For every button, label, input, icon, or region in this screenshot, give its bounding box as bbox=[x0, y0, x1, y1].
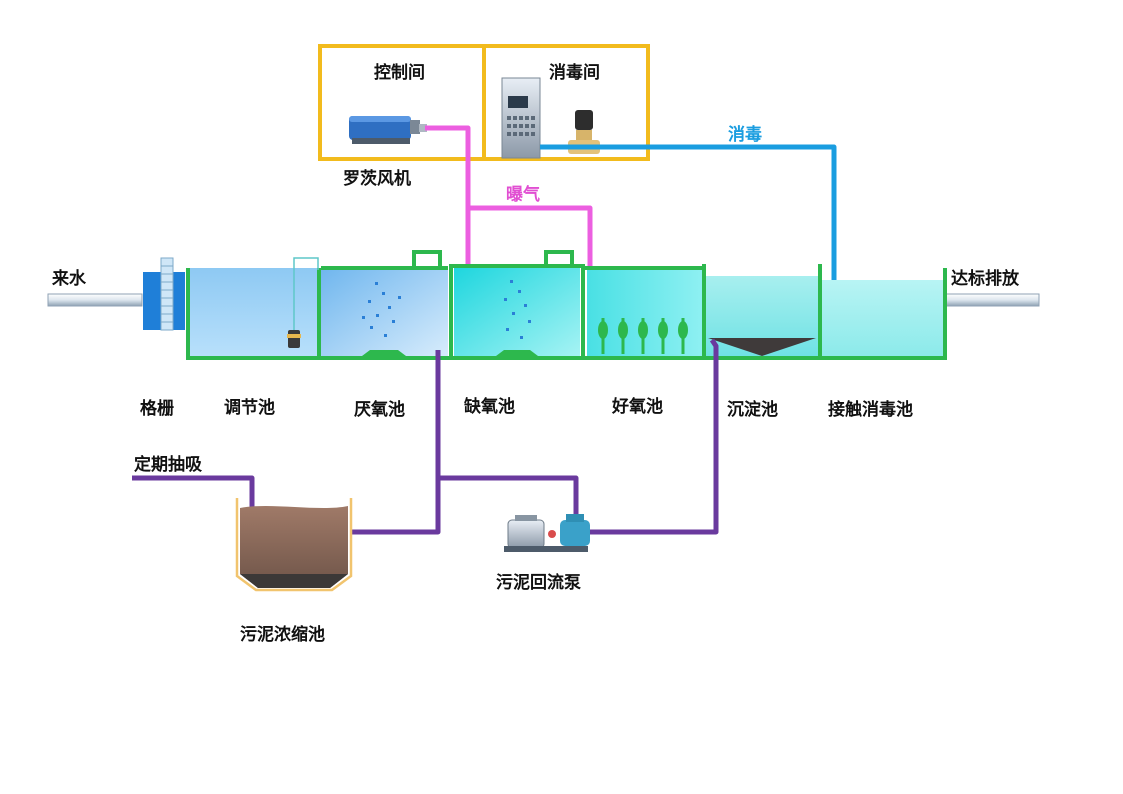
sedimentation-sludge-pipe bbox=[590, 338, 719, 535]
aeration-label: 曝气 bbox=[506, 185, 540, 205]
sludge-return-pump-icon bbox=[504, 514, 590, 552]
aerobic-biomedia-icon bbox=[598, 318, 688, 354]
inlet-pipe bbox=[47, 293, 143, 307]
aerobic-label: 好氧池 bbox=[612, 397, 663, 417]
equalization-label: 调节池 bbox=[224, 398, 275, 418]
anaerobic-label: 厌氧池 bbox=[354, 400, 405, 420]
anaerobic-sludge-pipe bbox=[352, 350, 441, 535]
periodic-suction-pipe bbox=[132, 475, 255, 575]
contact-tank-water bbox=[822, 280, 943, 356]
inflow-label: 来水 bbox=[52, 269, 86, 289]
outlet-pipe bbox=[944, 293, 1040, 307]
return-pump-label: 污泥回流泵 bbox=[496, 573, 581, 593]
contact-disinfection-label: 接触消毒池 bbox=[828, 400, 913, 420]
periodic-suction-label: 定期抽吸 bbox=[134, 455, 202, 475]
submersible-pump-icon bbox=[287, 257, 319, 348]
disinfection-generator-icon bbox=[501, 77, 541, 159]
anaerobic-tank-water bbox=[321, 268, 448, 356]
blower-icon bbox=[349, 116, 427, 144]
outflow-label: 达标排放 bbox=[951, 269, 1019, 289]
disinfect-room-label: 消毒间 bbox=[549, 63, 600, 83]
sedimentation-label: 沉淀池 bbox=[727, 400, 778, 420]
anaerobic-mixer-particles bbox=[362, 282, 406, 356]
anoxic-tank-water bbox=[454, 268, 580, 356]
disinfection-label: 消毒 bbox=[728, 125, 762, 145]
blower-label: 罗茨风机 bbox=[343, 169, 411, 189]
anoxic-label: 缺氧池 bbox=[464, 397, 515, 417]
return-sludge-pipe bbox=[438, 475, 579, 520]
disinfect-room bbox=[482, 44, 650, 161]
sludge-thickener-tank bbox=[235, 498, 353, 592]
sedimentation-sludge bbox=[708, 338, 816, 356]
anoxic-mixer-particles bbox=[496, 280, 538, 356]
sludge-thickener-label: 污泥浓缩池 bbox=[240, 625, 325, 645]
screen-grille-icon bbox=[143, 257, 185, 331]
control-room-label: 控制间 bbox=[374, 63, 425, 83]
screen-label: 格栅 bbox=[140, 399, 174, 419]
tank-walls bbox=[186, 250, 947, 360]
